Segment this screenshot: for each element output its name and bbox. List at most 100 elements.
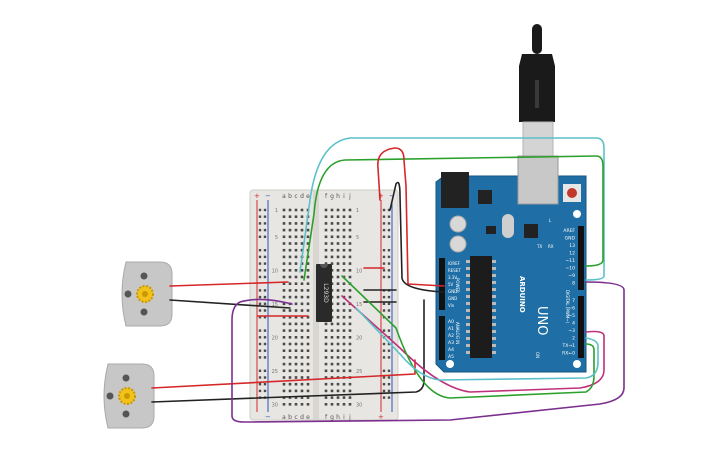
wire-cyan-lower[interactable] xyxy=(355,307,599,381)
on-label: ON xyxy=(535,352,540,358)
power-pin-label: GND xyxy=(448,289,457,294)
bb-row-num-left-20: 20 xyxy=(272,335,278,341)
rail-minus-top-left: − xyxy=(265,192,271,200)
digital-pin-label: 13 xyxy=(569,243,575,249)
wire-red-motor-bottom[interactable] xyxy=(151,359,416,389)
analog-header xyxy=(439,316,445,360)
arduino-model: UNO xyxy=(534,306,549,335)
digital-pin-label: ~3 xyxy=(568,328,575,334)
wire-black-motor-top[interactable] xyxy=(169,299,291,309)
digital-header-label: DIGITAL (PWM~) xyxy=(565,290,570,324)
l-label: L xyxy=(549,218,552,223)
bb-col-label-top-g: g xyxy=(330,193,334,200)
digital-pin-label: 4 xyxy=(572,321,575,327)
l293d-chip[interactable]: L293D xyxy=(316,264,332,322)
wire-green-top[interactable] xyxy=(303,155,604,281)
bb-row-num-left-10: 10 xyxy=(272,268,278,274)
arduino-pin-labels: IOREFRESET3.3V5VGNDGNDVinA0A1A2A3A4A5ARE… xyxy=(448,228,576,360)
breadboard-holes xyxy=(258,208,391,406)
bb-row-num-right-25: 25 xyxy=(356,369,362,375)
digital-pin-label: TX→1 xyxy=(562,343,576,349)
digital-pin-label: ~11 xyxy=(566,258,576,264)
digital-pin-label: 12 xyxy=(569,251,575,257)
rail-minus-bottom-left: − xyxy=(265,413,271,421)
rail-plus-bottom-right: + xyxy=(378,413,384,421)
digital-pin-label: ~9 xyxy=(568,273,575,279)
wire-black-top[interactable] xyxy=(389,181,445,293)
rail-plus-top-right: + xyxy=(378,192,384,200)
analog-pin-label: A1 xyxy=(448,326,454,332)
bb-col-label-bottom-a: a xyxy=(282,414,286,421)
bb-col-label-bottom-h: h xyxy=(336,414,340,421)
bb-col-label-top-j: j xyxy=(348,193,351,200)
analog-header-label: ANALOG IN xyxy=(455,322,460,344)
analog-pin-label: A4 xyxy=(448,347,454,353)
bb-row-num-left-25: 25 xyxy=(272,369,278,375)
motor-bottom[interactable] xyxy=(103,363,155,429)
tx-label: TX xyxy=(536,244,542,249)
atmega-pins xyxy=(466,260,496,354)
bb-col-label-bottom-d: d xyxy=(300,414,304,421)
wire-purple[interactable] xyxy=(231,281,625,423)
bb-col-label-bottom-j: j xyxy=(348,414,351,421)
wire-green-lower[interactable] xyxy=(341,275,595,399)
analog-pin-label: A0 xyxy=(448,319,454,325)
analog-pin-label: A5 xyxy=(448,354,454,360)
digital-pin-label: 7 xyxy=(572,298,575,304)
atmega-chip xyxy=(470,256,492,358)
bb-col-label-bottom-f: f xyxy=(325,414,328,421)
bb-col-label-bottom-i: i xyxy=(343,414,345,421)
wire-black-motor-bottom[interactable] xyxy=(151,299,425,403)
bb-col-label-top-a: a xyxy=(282,193,286,200)
wire-red-top[interactable] xyxy=(377,147,445,287)
analog-pin-label: A2 xyxy=(448,333,454,339)
bb-col-label-bottom-c: c xyxy=(294,414,297,421)
digital-pin-label: ~10 xyxy=(566,266,576,272)
power-header-label: POWER xyxy=(455,278,460,293)
power-header xyxy=(439,258,445,310)
digital-pin-label: GND xyxy=(565,236,576,242)
bb-row-num-left-5: 5 xyxy=(275,235,278,241)
arduino-brand: ARDUINO xyxy=(518,276,526,313)
chip-label: L293D xyxy=(322,283,329,303)
usb-cable[interactable] xyxy=(519,24,555,157)
arduino-uno-board[interactable]: TX RX L ON ARDUINO UNO POWER ANALOG IN D… xyxy=(435,155,587,373)
wire-cyan-top[interactable] xyxy=(299,137,605,281)
bb-col-label-top-f: f xyxy=(325,193,328,200)
analog-pin-label: A3 xyxy=(448,340,454,346)
bb-row-num-left-1: 1 xyxy=(275,208,278,214)
power-pin-label: Vin xyxy=(448,303,455,308)
wires xyxy=(151,137,625,423)
power-pin-label: GND xyxy=(448,296,457,301)
bb-col-label-bottom-g: g xyxy=(330,414,334,421)
digital-pin-label: AREF xyxy=(563,228,575,234)
digital-header-top xyxy=(578,226,584,290)
bb-row-num-left-30: 30 xyxy=(272,402,278,408)
bb-col-label-top-e: e xyxy=(306,193,310,200)
bb-row-num-left-15: 15 xyxy=(272,302,278,308)
digital-header-bottom xyxy=(578,296,584,358)
bb-row-num-right-10: 10 xyxy=(356,268,362,274)
bb-col-label-top-b: b xyxy=(288,193,292,200)
digital-pin-label: ~6 xyxy=(568,306,575,312)
bb-col-label-top-d: d xyxy=(300,193,304,200)
power-pin-label: RESET xyxy=(448,268,461,273)
bb-row-num-right-1: 1 xyxy=(356,208,359,214)
rx-label: RX xyxy=(548,244,554,249)
motor-top[interactable] xyxy=(121,261,173,327)
bb-row-num-right-20: 20 xyxy=(356,335,362,341)
bb-row-num-right-15: 15 xyxy=(356,302,362,308)
digital-pin-label: ~5 xyxy=(568,313,575,319)
bb-col-label-bottom-e: e xyxy=(306,414,310,421)
bb-row-num-right-30: 30 xyxy=(356,402,362,408)
power-pin-label: 5V xyxy=(448,282,454,287)
wire-red-motor-top[interactable] xyxy=(169,281,289,287)
bb-col-label-top-h: h xyxy=(336,193,340,200)
bb-row-num-right-5: 5 xyxy=(356,235,359,241)
digital-pin-label: RX←0 xyxy=(562,351,575,357)
power-pin-label: 3.3V xyxy=(448,275,457,280)
